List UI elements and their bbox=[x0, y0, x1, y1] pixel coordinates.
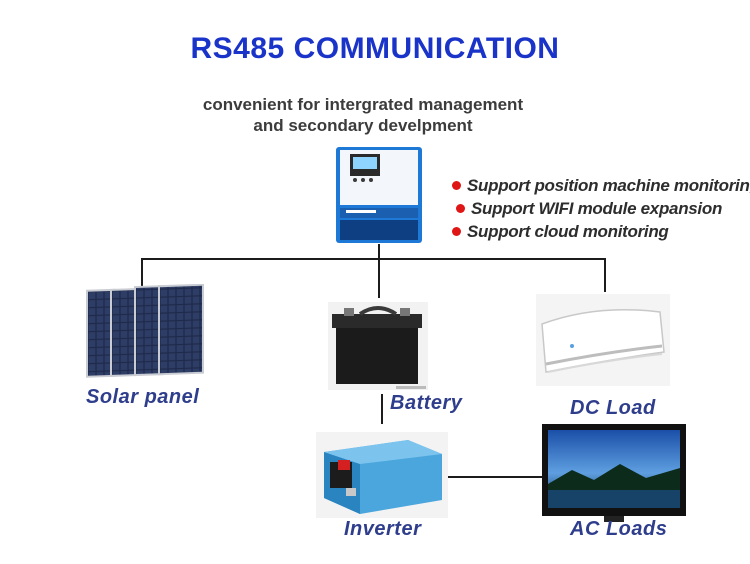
battery-inverter-line bbox=[381, 394, 383, 424]
battery-label: Battery bbox=[390, 392, 463, 414]
feature-item-cloud: Support cloud monitoring bbox=[452, 222, 669, 242]
dc-load-label: DC Load bbox=[570, 397, 656, 419]
diagram-title: RS485 COMMUNICATION bbox=[190, 32, 560, 65]
feature-item-position-monitoring: Support position machine monitoring bbox=[452, 176, 750, 196]
charge-controller-image bbox=[336, 147, 422, 243]
solar-panel-image bbox=[86, 284, 204, 378]
dc-load-drop-line bbox=[604, 258, 606, 292]
inverter-image bbox=[316, 432, 448, 518]
dc-load-image bbox=[536, 294, 670, 386]
feature-item-wifi: Support WIFI module expansion bbox=[456, 199, 722, 219]
subtitle-line-2: and secondary develpment bbox=[253, 116, 473, 135]
ac-loads-label: AC Loads bbox=[570, 518, 668, 540]
battery-drop-line bbox=[378, 258, 380, 298]
bullet-icon bbox=[456, 204, 465, 214]
bullet-icon bbox=[452, 227, 461, 237]
bullet-icon bbox=[452, 181, 461, 191]
bus-line bbox=[141, 258, 606, 260]
inverter-label: Inverter bbox=[344, 518, 422, 540]
subtitle-line-1: convenient for intergrated management bbox=[202, 95, 524, 114]
solar-drop-line bbox=[141, 258, 143, 286]
solar-panel-label: Solar panel bbox=[86, 386, 200, 408]
ac-loads-image bbox=[542, 424, 686, 522]
battery-image bbox=[328, 302, 428, 390]
inverter-ac-line bbox=[444, 476, 546, 478]
controller-drop-line bbox=[378, 244, 380, 260]
